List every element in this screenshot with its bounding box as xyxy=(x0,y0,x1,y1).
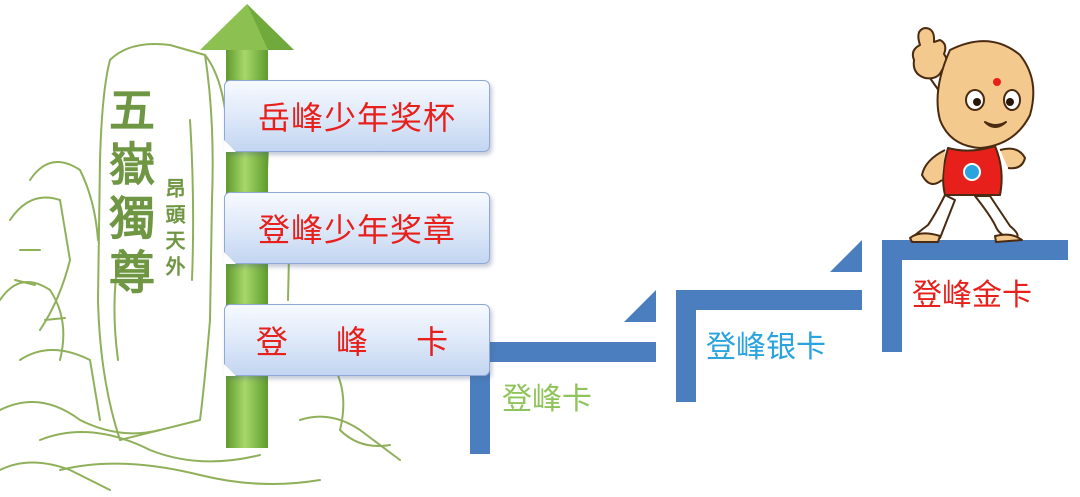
step-label-gold-card: 登峰金卡 xyxy=(912,278,1032,313)
step-label-silver-card: 登峰银卡 xyxy=(706,330,826,365)
step-label-card: 登峰卡 xyxy=(502,382,592,417)
tier-label: 登 峰 卡 xyxy=(255,323,459,361)
cartoon-boy-mascot-icon xyxy=(909,27,1035,243)
rock-side-inscription: 昂頭天外 xyxy=(162,178,186,282)
tier-label: 登峰少年奖章 xyxy=(257,211,456,249)
tier-card-box: 登 峰 卡 xyxy=(224,304,490,376)
tier-label: 岳峰少年奖杯 xyxy=(257,99,456,137)
rock-inscription: 五嶽獨尊 xyxy=(102,86,156,302)
tier-medal-box: 登峰少年奖章 xyxy=(224,192,490,264)
tier-trophy-box: 岳峰少年奖杯 xyxy=(224,80,490,152)
